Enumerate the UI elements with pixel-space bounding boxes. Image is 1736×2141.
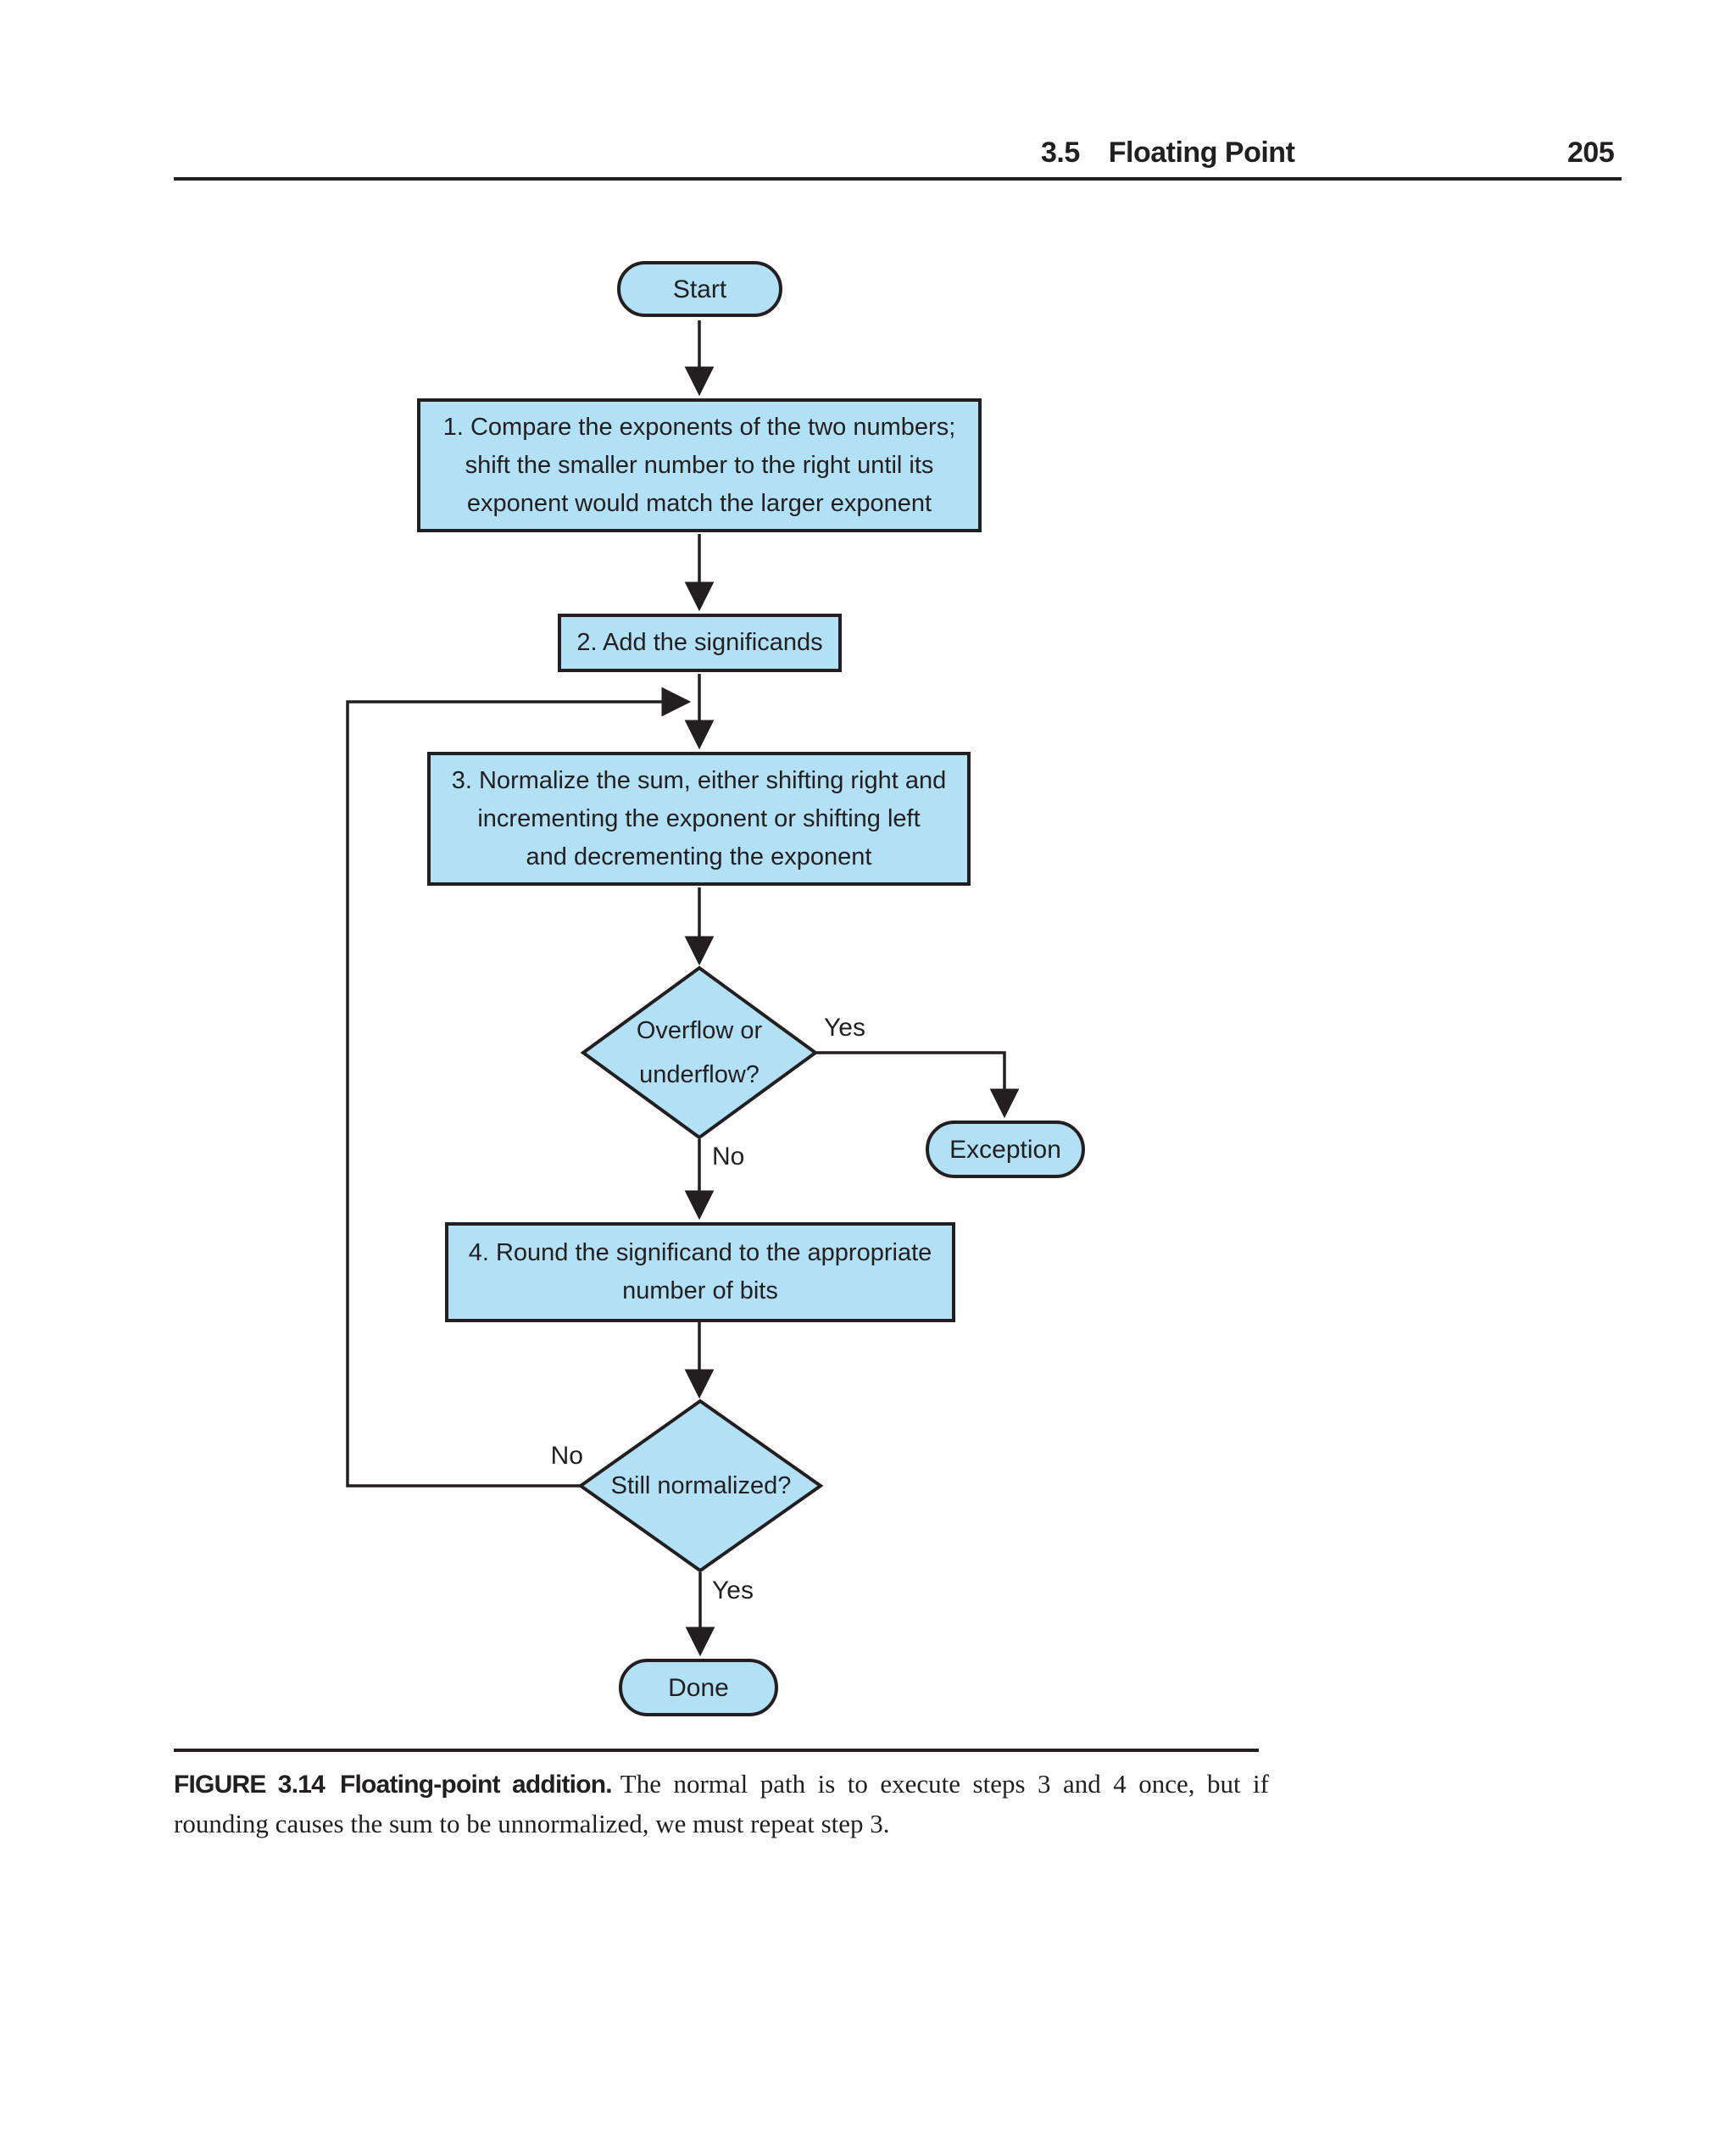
step3-line1: 3. Normalize the sum, either shifting ri…: [451, 766, 947, 794]
label-yes-overflow: Yes: [824, 1014, 865, 1042]
step3-line3: and decrementing the exponent: [526, 842, 872, 870]
section-title: Floating Point: [1108, 136, 1295, 169]
label-no-overflow: No: [712, 1143, 745, 1171]
label-no-still-normalized: No: [550, 1442, 583, 1470]
caption-body: The normal path is to execute steps 3 an…: [174, 1769, 1269, 1838]
step4-line1: 4. Round the significand to the appropri…: [468, 1239, 932, 1266]
step1-line1: 1. Compare the exponents of the two numb…: [442, 413, 956, 441]
section-heading: 3.5 Floating Point: [1041, 136, 1295, 169]
header-rule: [174, 177, 1622, 181]
caption-rule: [174, 1749, 1259, 1752]
step1-line3: exponent would match the larger exponent: [466, 489, 932, 517]
page-number: 205: [1567, 136, 1615, 169]
loopback-no-to-step3-junction: [346, 687, 692, 1488]
start-label: Start: [672, 275, 727, 303]
exception-label: Exception: [949, 1135, 1061, 1164]
figure-label: FIGURE 3.14: [174, 1771, 326, 1799]
step4-line2: number of bits: [622, 1277, 778, 1304]
arrow-yes-to-exception: [815, 1051, 1020, 1119]
step3-line2: incrementing the exponent or shifting le…: [477, 804, 921, 832]
step1-line2: shift the smaller number to the right un…: [465, 451, 934, 479]
step2-label: 2. Add the significands: [576, 629, 823, 656]
node-start: Start: [617, 261, 782, 317]
decision-still-normalized-shape: [577, 1399, 824, 1573]
done-label: Done: [668, 1673, 729, 1702]
figure-caption: FIGURE 3.14 Floating-point addition.The n…: [174, 1765, 1269, 1843]
section-number: 3.5: [1041, 136, 1080, 169]
label-yes-still-normalized: Yes: [712, 1577, 754, 1604]
node-done: Done: [619, 1659, 778, 1716]
node-step3-normalize-sum: 3. Normalize the sum, either shifting ri…: [427, 752, 971, 886]
figure-title: Floating-point addition.: [340, 1771, 613, 1799]
node-step1-compare-exponents: 1. Compare the exponents of the two numb…: [417, 398, 982, 532]
node-step2-add-significands: 2. Add the significands: [558, 614, 842, 672]
node-step4-round-significand: 4. Round the significand to the appropri…: [445, 1222, 955, 1322]
decision-overflow-underflow-shape: [580, 965, 819, 1140]
node-exception: Exception: [926, 1121, 1085, 1178]
